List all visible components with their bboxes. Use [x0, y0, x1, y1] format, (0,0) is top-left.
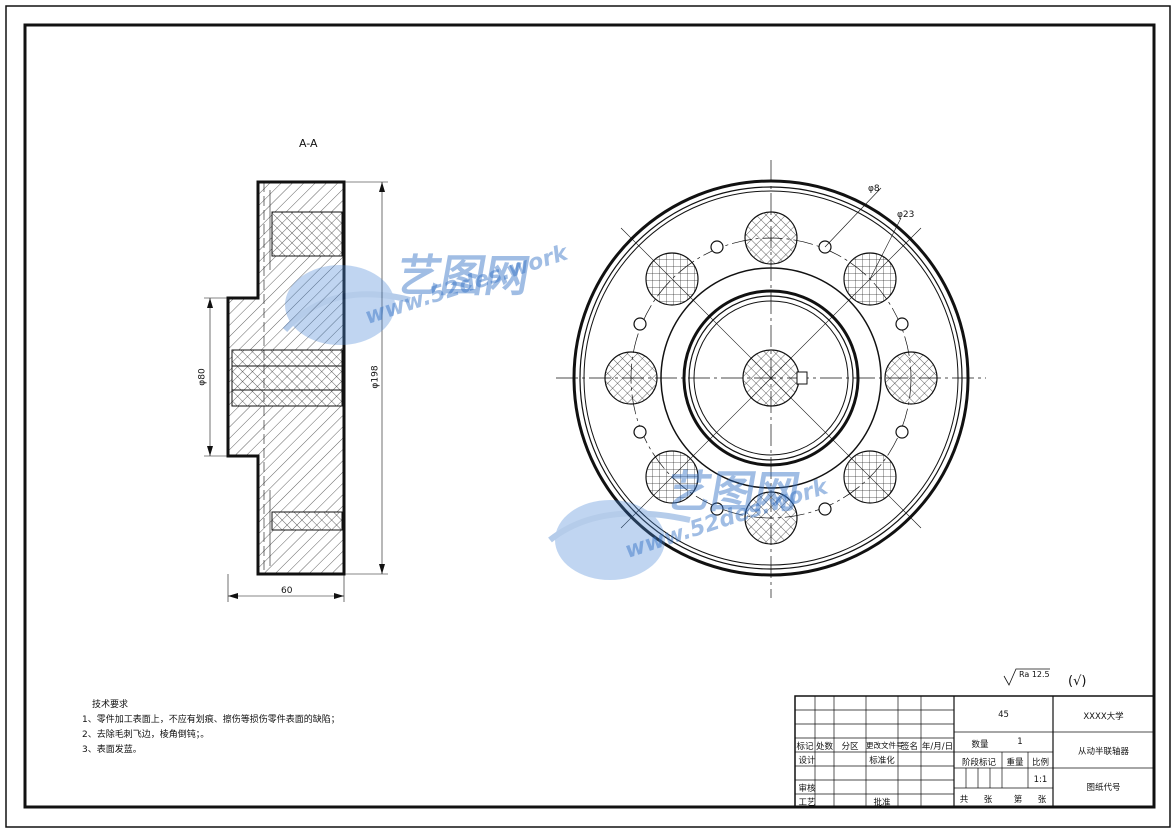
tb-page-unit: 张	[1037, 795, 1047, 805]
tb-mark: 标记	[796, 742, 814, 752]
tb-count: 处数	[815, 742, 833, 752]
section-label: A-A	[299, 137, 318, 150]
outer-frame	[5, 5, 1171, 828]
dim-hole-large: φ23	[897, 210, 915, 220]
inner-frame	[23, 23, 1156, 809]
dim-outer-diameter: φ198	[370, 365, 381, 389]
tb-weight-label: 重量	[1006, 758, 1024, 768]
tech-requirement-item: 3、表面发蓝。	[82, 745, 142, 755]
watermark-logo-2	[548, 500, 691, 580]
tb-scale-label: 比例	[1031, 758, 1049, 768]
front-view	[556, 160, 986, 598]
roughness-symbol	[1003, 668, 1050, 686]
section-view	[204, 180, 388, 602]
tb-date: 年/月/日	[921, 742, 954, 752]
title-block-grid	[794, 695, 1155, 808]
tech-requirements-title: 技术要求	[92, 700, 129, 710]
tb-design: 设计	[798, 756, 816, 766]
tb-stage-label: 阶段标记	[961, 758, 996, 768]
roughness-note: (√)	[1068, 674, 1087, 689]
tb-quantity-label: 数量	[971, 740, 989, 750]
tb-page: 第	[1013, 795, 1023, 805]
tb-review: 审核	[798, 784, 816, 794]
tech-requirement-item: 2、去除毛刺飞边，棱角倒钝；。	[82, 730, 210, 740]
watermark-logo-1	[282, 265, 411, 345]
dim-inner-diameter: φ80	[197, 368, 208, 386]
small-pin-holes	[633, 240, 909, 516]
tb-total: 共	[959, 795, 969, 805]
tb-material: 45	[998, 710, 1009, 720]
tb-approve: 批准	[873, 798, 891, 808]
tb-drawing-no-label: 图纸代号	[1086, 783, 1121, 793]
dim-width: 60	[281, 586, 293, 596]
tb-standard: 标准化	[869, 756, 895, 766]
large-bolt-holes	[604, 211, 938, 545]
tech-requirements: 技术要求 1、零件加工表面上，不应有划痕、擦伤等损伤零件表面的缺陷； 2、去除毛…	[82, 698, 340, 758]
dim-hole-small: φ8	[868, 184, 880, 194]
tb-part-name: 从动半联轴器	[1077, 747, 1129, 757]
tb-quantity-value: 1	[1017, 737, 1023, 747]
tb-total-unit: 张	[983, 795, 993, 805]
tb-sign: 签名	[900, 742, 918, 752]
tb-school: XXXX大学	[1083, 712, 1124, 722]
tb-process: 工艺	[798, 798, 816, 808]
tb-change-doc: 更改文件号	[866, 741, 904, 750]
roughness-value: Ra 12.5	[1019, 670, 1050, 679]
tb-scale-value: 1:1	[1033, 775, 1048, 785]
tb-zone: 分区	[841, 742, 859, 752]
tech-requirement-item: 1、零件加工表面上，不应有划痕、擦伤等损伤零件表面的缺陷；	[82, 715, 340, 725]
